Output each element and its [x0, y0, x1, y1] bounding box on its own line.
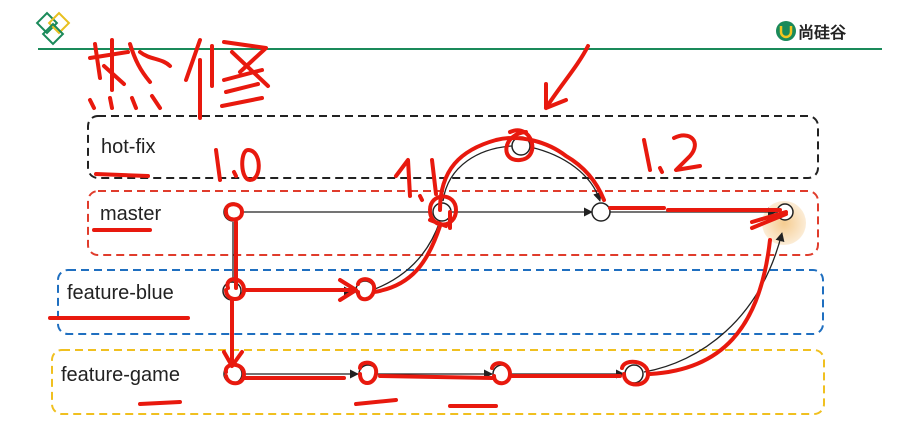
lane-label-master: master	[100, 203, 161, 225]
lane-label-hot-fix: hot-fix	[101, 136, 155, 158]
lane-box-feature-game	[51, 349, 825, 415]
lane-box-master	[87, 190, 819, 256]
commit-master-3	[591, 202, 611, 222]
lane-box-feature-blue	[57, 269, 824, 335]
diamond-logo-icon	[35, 11, 71, 46]
brand-logo-icon	[776, 21, 796, 41]
lane-box-hot-fix	[87, 115, 819, 179]
commit-graph	[232, 145, 785, 379]
red-annotations	[48, 38, 788, 408]
brand-name: 尚硅谷	[798, 23, 847, 42]
lane-label-feature-game: feature-game	[61, 364, 180, 386]
lane-label-feature-blue: feature-blue	[67, 282, 174, 304]
